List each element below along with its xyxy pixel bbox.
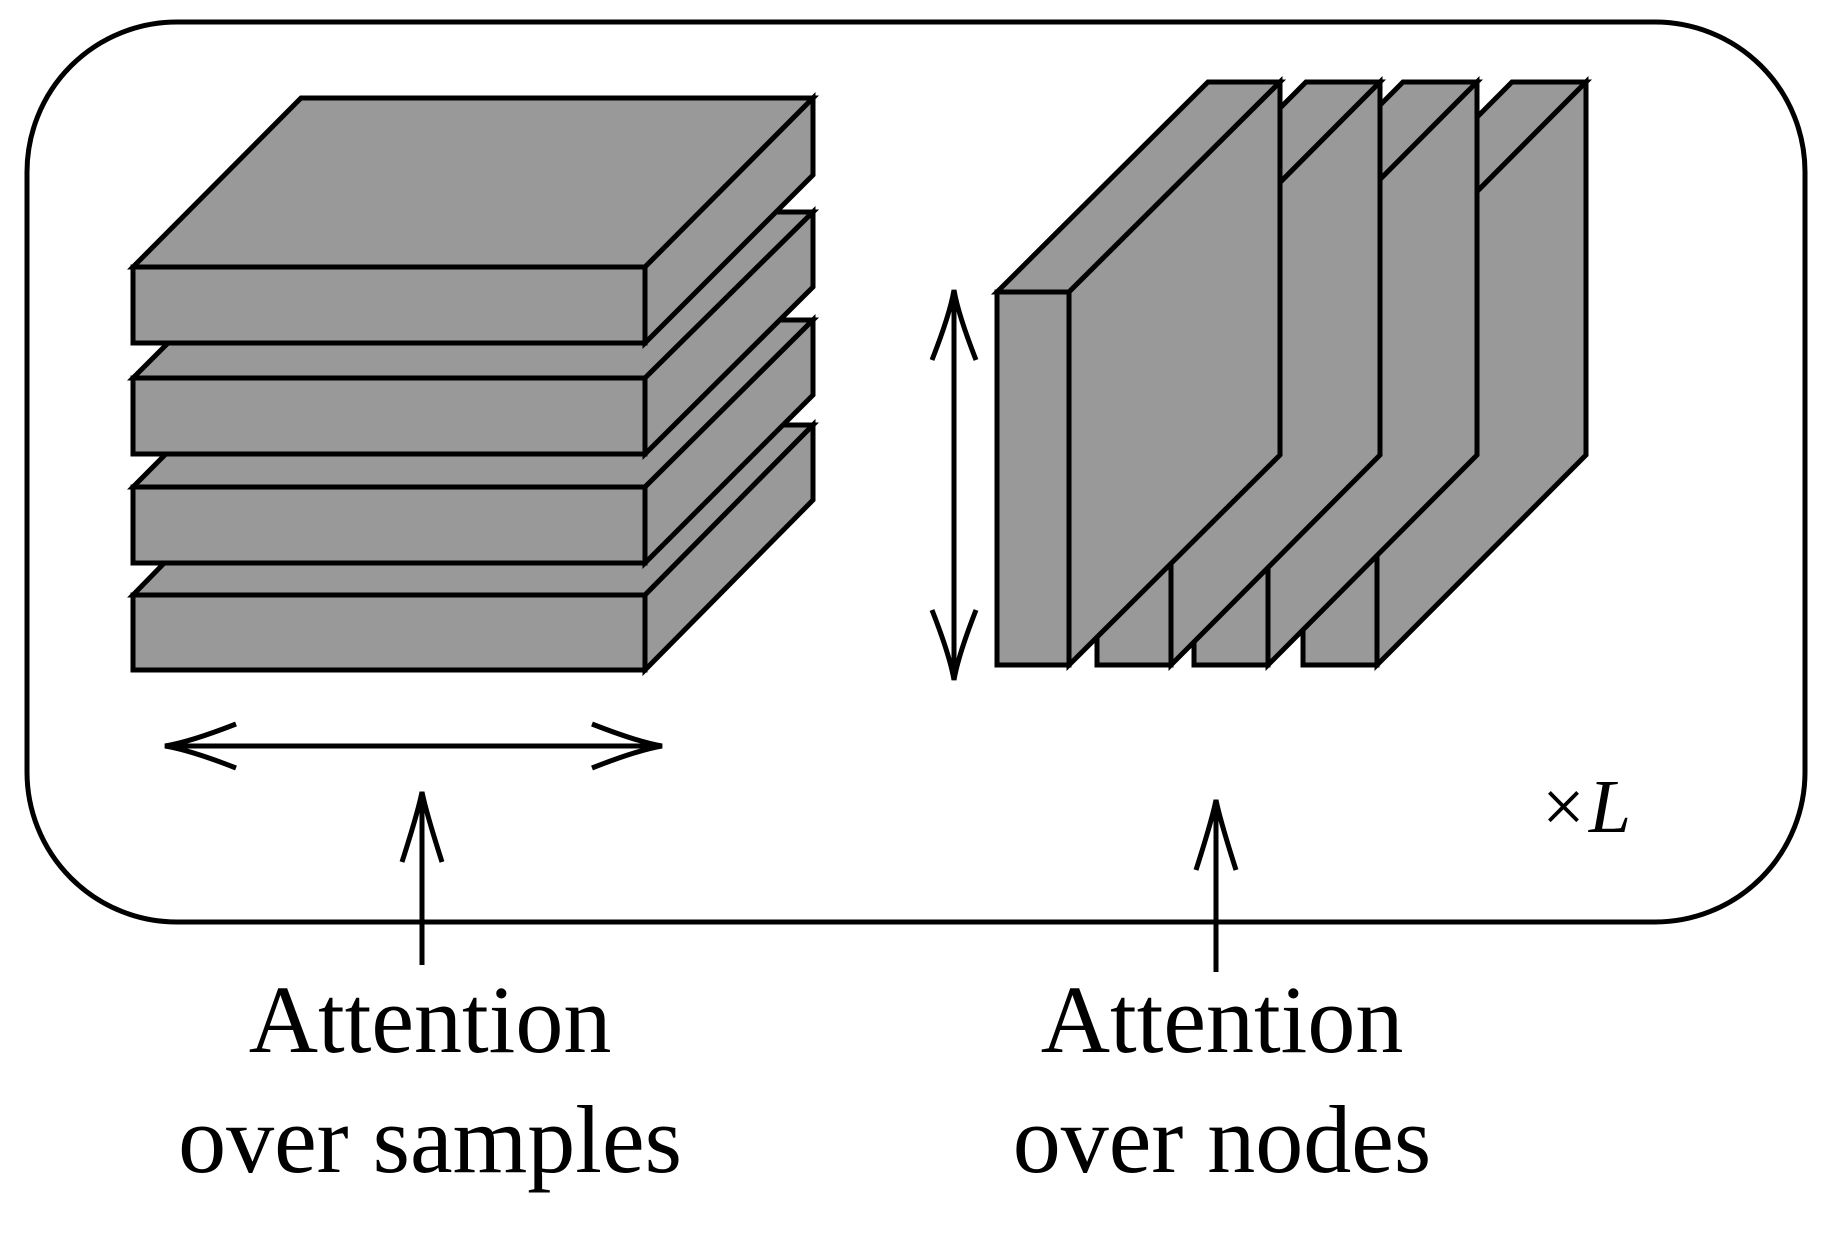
repeat-label: ×L xyxy=(1542,765,1631,849)
repeat-symbol: × xyxy=(1542,765,1585,849)
right-slab-row xyxy=(990,75,1593,672)
slab-front-face xyxy=(994,289,1072,668)
left-caption-line2: over samples xyxy=(178,1086,682,1193)
arrow-head-up xyxy=(929,289,979,361)
right-caption-line2: over nodes xyxy=(1013,1086,1432,1193)
arrow-head-right xyxy=(591,721,663,771)
left-pointer-arrow xyxy=(399,791,445,965)
arrow-head-left xyxy=(164,721,237,771)
right-slab-1 xyxy=(990,75,1287,672)
left-slab-stack xyxy=(126,91,820,677)
right-caption-line1: Attention xyxy=(1041,966,1404,1073)
right-pointer-arrow xyxy=(1193,799,1239,972)
left-slab-1 xyxy=(126,91,820,350)
vertical-double-arrow xyxy=(929,289,979,681)
slab-front-face xyxy=(130,484,648,566)
slab-front-face xyxy=(130,264,648,346)
slab-front-face xyxy=(130,375,648,457)
slab-front-face xyxy=(130,592,648,673)
arrow-head-up xyxy=(1193,799,1239,871)
repeat-variable: L xyxy=(1588,765,1631,849)
arrow-head-down xyxy=(929,609,979,681)
left-caption-line1: Attention xyxy=(249,966,612,1073)
arrow-head-up xyxy=(399,791,445,863)
horizontal-double-arrow xyxy=(164,721,663,771)
